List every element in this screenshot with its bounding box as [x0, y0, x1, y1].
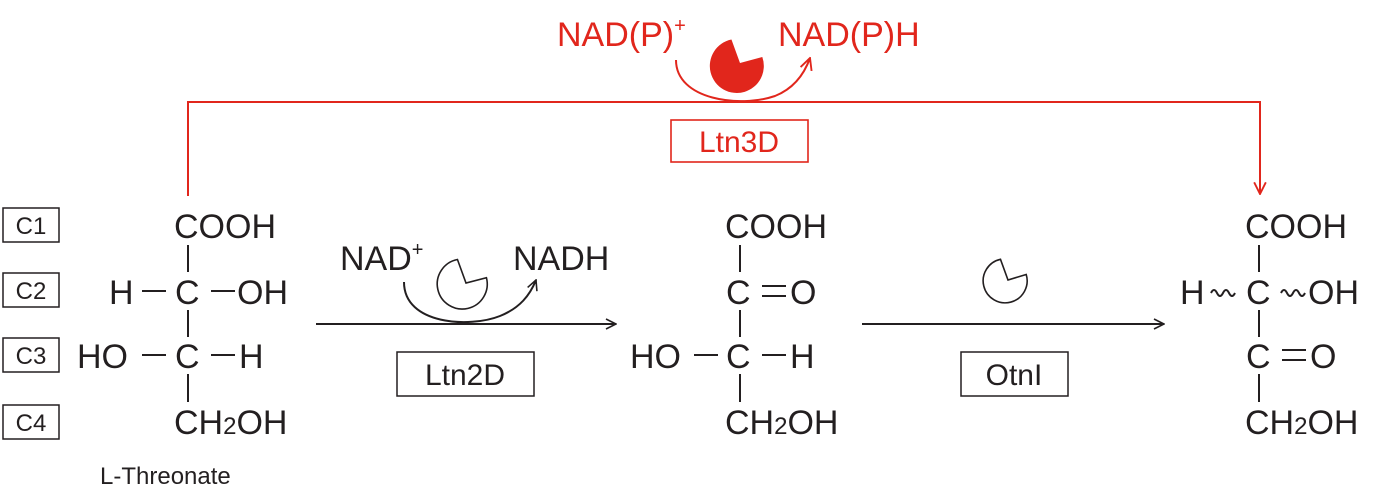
step1-cofactor-out: NADH: [513, 240, 609, 278]
carbon-label-c2: C2: [16, 278, 47, 305]
intermediate-c1-group: COOH: [725, 208, 827, 246]
bypass-cofactor-curve: [675, 58, 810, 103]
step1-reaction: NAD+ NADH Ltn2D: [316, 239, 616, 397]
substrate-c2-right: OH: [237, 274, 288, 312]
intermediate-c2-carbon: C: [726, 274, 751, 312]
step1-cofactor-in: NAD+: [340, 239, 423, 278]
carbon-label-c4: C4: [16, 410, 47, 437]
substrate-c2-carbon: C: [175, 274, 200, 312]
substrate-c2-left: H: [109, 274, 134, 312]
step2-enzyme-box: [960, 351, 1069, 397]
intermediate-c4-group: CH2OH: [725, 404, 838, 442]
step1-enzyme-box: [396, 351, 535, 397]
carbon-label-box-c1: [2, 207, 60, 243]
step1-enzyme-label: Ltn2D: [425, 359, 505, 392]
product-c2-right: OH: [1308, 274, 1359, 312]
substrate-c3-left: HO: [77, 338, 128, 376]
step2-reaction: OtnI: [862, 258, 1164, 397]
bypass-enzyme-box: [670, 119, 809, 163]
substrate-name: L-Threonate: [100, 463, 231, 490]
intermediate-c3-left: HO: [630, 338, 681, 376]
bypass-enzyme-label: Ltn3D: [699, 126, 779, 159]
pacman-enzyme-outline-icon: [436, 258, 488, 310]
carbon-label-c3: C3: [16, 343, 47, 370]
product-c3-oxygen: O: [1310, 338, 1336, 376]
product-c2-carbon: C: [1246, 274, 1271, 312]
wavy-bond-right: [1280, 289, 1306, 297]
step2-enzyme-label: OtnI: [986, 359, 1043, 392]
substrate-c1-group: COOH: [174, 208, 276, 246]
product-c2-left: H: [1180, 274, 1205, 312]
substrate-structure: COOH H C OH HO C H CH2OH L-Threonate: [77, 208, 288, 490]
carbon-label-box-c4: [2, 404, 60, 440]
carbon-labels: C1 C2 C3 C4: [2, 207, 60, 440]
product-c4-group: CH2OH: [1245, 404, 1358, 442]
product-c1-group: COOH: [1245, 208, 1347, 246]
product-c3-carbon: C: [1246, 338, 1271, 376]
substrate-c4-group: CH2OH: [174, 404, 287, 442]
step1-cofactor-curve: [403, 280, 536, 324]
product-structure: COOH H C OH C O CH2OH: [1180, 208, 1359, 442]
substrate-c3-right: H: [239, 338, 264, 376]
bypass-cofactor-out: NAD(P)H: [778, 16, 920, 54]
intermediate-c3-carbon: C: [726, 338, 751, 376]
pacman-enzyme-outline-icon: [982, 258, 1028, 304]
substrate-c3-carbon: C: [175, 338, 200, 376]
wavy-bond-left: [1210, 289, 1236, 297]
intermediate-structure: COOH C O HO C H CH2OH: [630, 208, 838, 442]
bypass-reaction: NAD(P)+ NAD(P)H Ltn3D: [187, 15, 1260, 196]
intermediate-c3-right: H: [790, 338, 815, 376]
intermediate-c2-oxygen: O: [790, 274, 816, 312]
bypass-reaction-arrow: [187, 101, 1260, 196]
bypass-cofactor-in: NAD(P)+: [557, 15, 686, 54]
carbon-label-c1: C1: [16, 213, 47, 240]
pacman-enzyme-filled-red-icon: [709, 39, 764, 93]
carbon-label-box-c3: [2, 337, 60, 373]
carbon-label-box-c2: [2, 272, 60, 308]
